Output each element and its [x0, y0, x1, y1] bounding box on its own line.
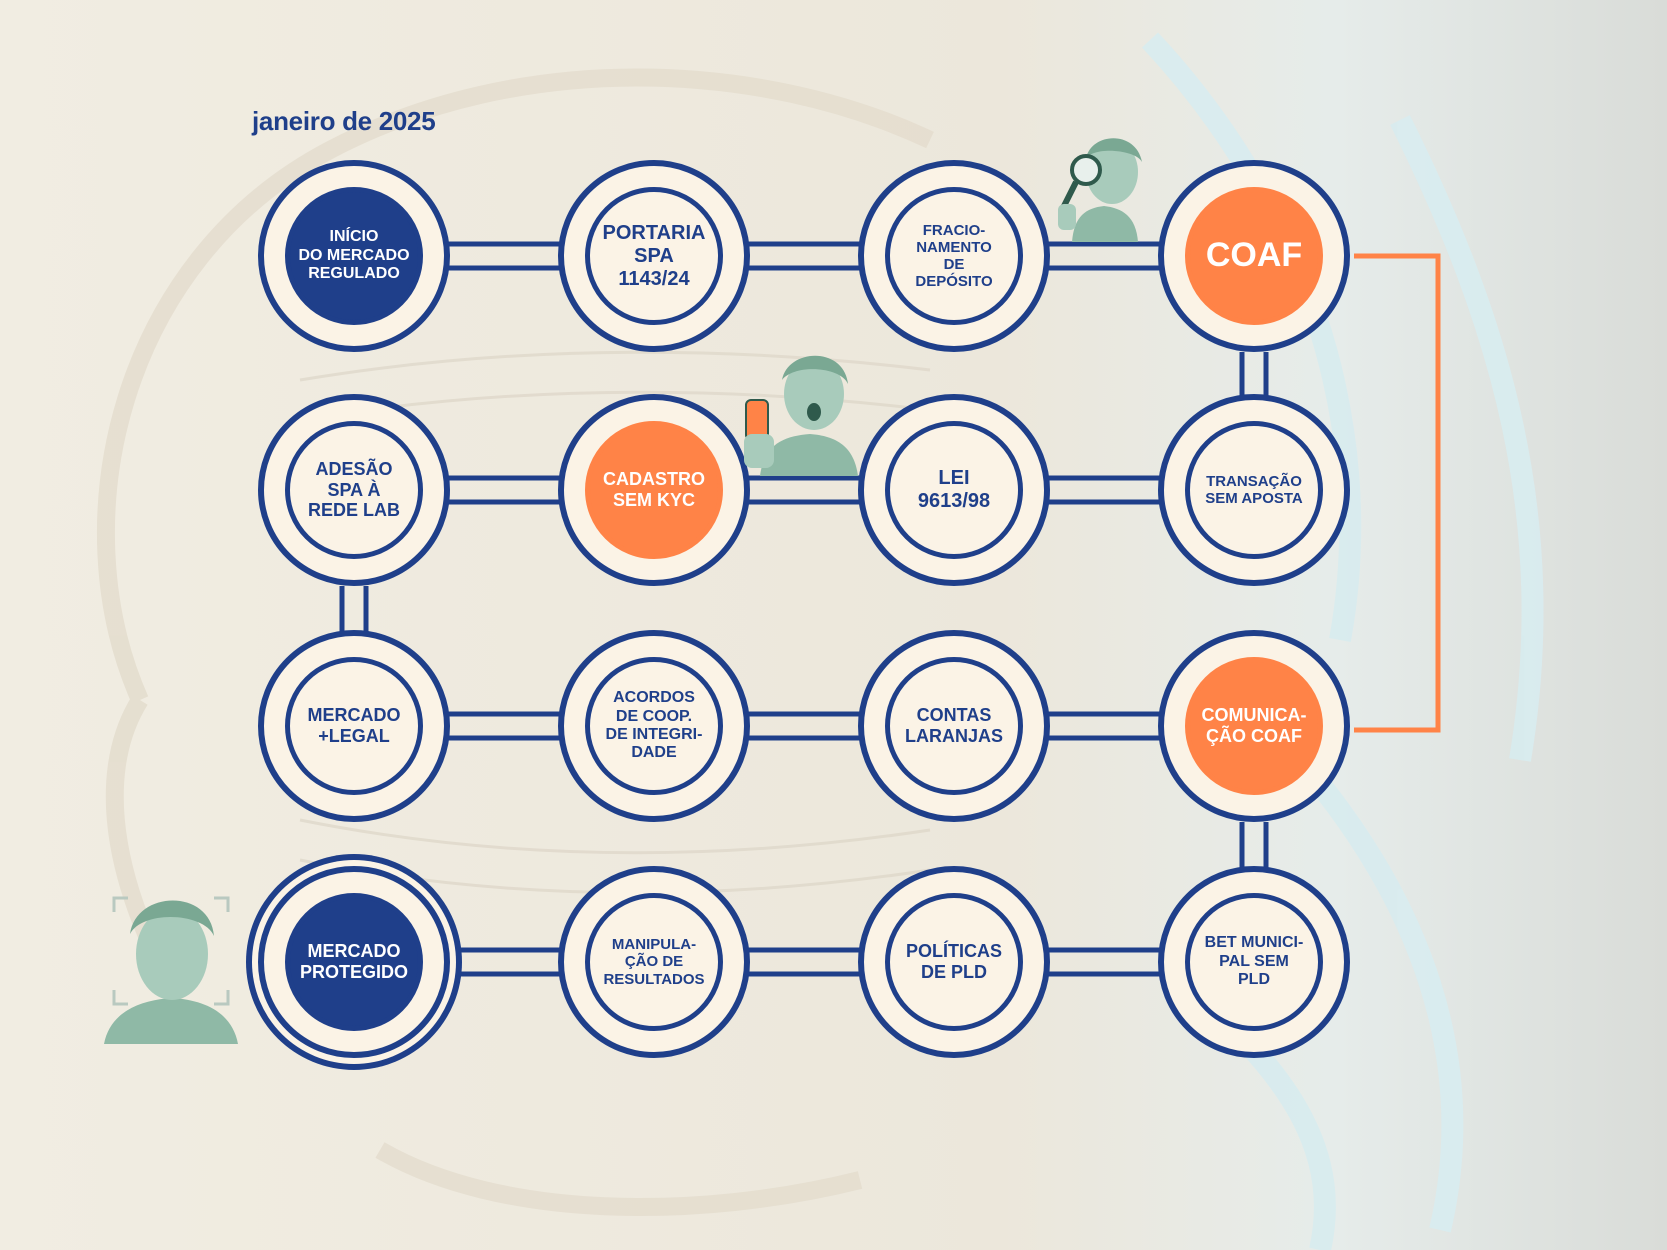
connector-r1-c1-c2 — [448, 244, 560, 268]
station-adesao-spa: ADESÃO SPA À REDE LAB — [258, 394, 450, 586]
station-label: MANIPULA- ÇÃO DE RESULTADOS — [585, 893, 723, 1031]
station-label: POLÍTICAS DE PLD — [885, 893, 1023, 1031]
station-bet-municipal: BET MUNICI- PAL SEM PLD — [1158, 866, 1350, 1058]
station-label: BET MUNICI- PAL SEM PLD — [1185, 893, 1323, 1031]
station-manipulacao-resultados: MANIPULA- ÇÃO DE RESULTADOS — [558, 866, 750, 1058]
station-label: CONTAS LARANJAS — [885, 657, 1023, 795]
statue-face-scan-illustration — [100, 884, 242, 1044]
station-label: MERCADO +LEGAL — [285, 657, 423, 795]
connector-r3-c2-c3 — [748, 714, 860, 738]
connector-r2-c1-c2 — [448, 478, 560, 502]
statue-phone-illustration — [740, 340, 864, 476]
connector-r4-c2-c3 — [748, 950, 860, 974]
station-label: PORTARIA SPA 1143/24 — [585, 187, 723, 325]
station-label: TRANSAÇÃO SEM APOSTA — [1185, 421, 1323, 559]
station-politicas-pld: POLÍTICAS DE PLD — [858, 866, 1050, 1058]
connector-c4-r3-r4 — [1242, 822, 1266, 868]
connector-c4-r1-r2 — [1242, 352, 1266, 396]
station-lei-9613: LEI 9613/98 — [858, 394, 1050, 586]
connector-r4-c3-c4 — [1048, 950, 1160, 974]
station-portaria-spa: PORTARIA SPA 1143/24 — [558, 160, 750, 352]
station-acordos-coop: ACORDOS DE COOP. DE INTEGRI- DADE — [558, 630, 750, 822]
connector-r3-c3-c4 — [1048, 714, 1160, 738]
coaf-link-line — [1354, 256, 1438, 730]
station-cadastro-sem-kyc: CADASTRO SEM KYC — [558, 394, 750, 586]
connector-r2-c3-c4 — [1048, 478, 1160, 502]
station-contas-laranjas: CONTAS LARANJAS — [858, 630, 1050, 822]
station-label: FRACIO- NAMENTO DE DEPÓSITO — [885, 187, 1023, 325]
station-label: LEI 9613/98 — [885, 421, 1023, 559]
connector-c1-r2-r3 — [342, 586, 366, 632]
connector-r1-c2-c3 — [748, 244, 860, 268]
station-fracionamento: FRACIO- NAMENTO DE DEPÓSITO — [858, 160, 1050, 352]
station-comunicacao-coaf: COMUNICA- ÇÃO COAF — [1158, 630, 1350, 822]
station-mercado-legal: MERCADO +LEGAL — [258, 630, 450, 822]
station-label: INÍCIO DO MERCADO REGULADO — [285, 187, 423, 325]
station-inicio-do-mercado: INÍCIO DO MERCADO REGULADO — [258, 160, 450, 352]
station-coaf: COAF — [1158, 160, 1350, 352]
station-transacao-sem-aposta: TRANSAÇÃO SEM APOSTA — [1158, 394, 1350, 586]
station-label: CADASTRO SEM KYC — [585, 421, 723, 559]
connector-r3-c1-c2 — [448, 714, 560, 738]
statue-magnifier-illustration — [1052, 124, 1156, 242]
station-label: COMUNICA- ÇÃO COAF — [1185, 657, 1323, 795]
connector-r4-c1-c2 — [448, 950, 560, 974]
station-label: ADESÃO SPA À REDE LAB — [285, 421, 423, 559]
station-label: COAF — [1185, 187, 1323, 325]
station-label: ACORDOS DE COOP. DE INTEGRI- DADE — [585, 657, 723, 795]
station-mercado-protegido: MERCADO PROTEGIDO — [258, 866, 450, 1058]
connector-r1-c3-c4 — [1048, 244, 1160, 268]
station-label: MERCADO PROTEGIDO — [285, 893, 423, 1031]
connector-r2-c2-c3 — [748, 478, 860, 502]
